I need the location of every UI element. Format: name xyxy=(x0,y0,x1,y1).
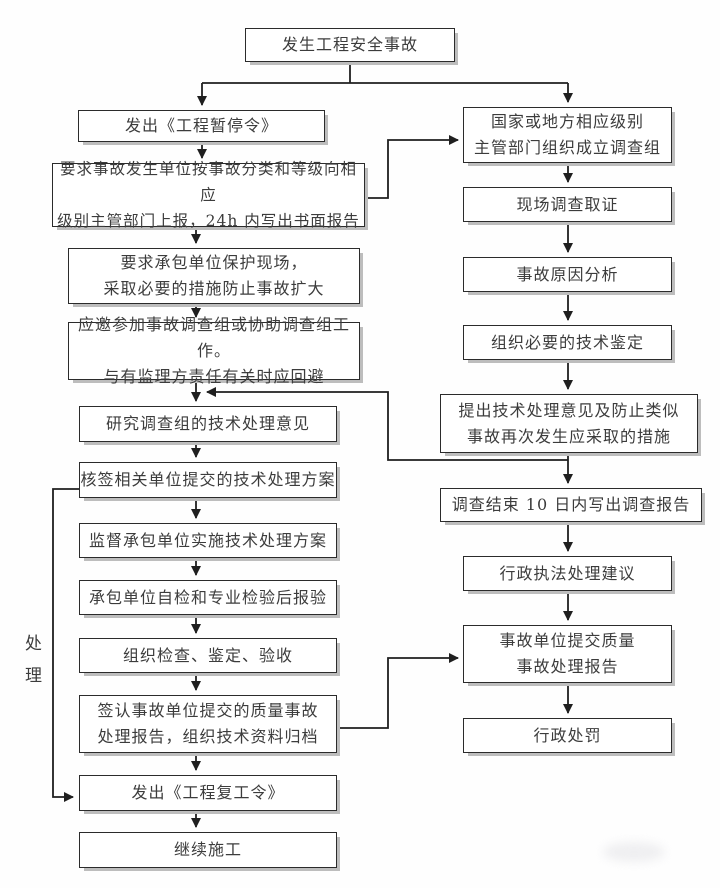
node-join-investigation: 应邀参加事故调查组或协助调查组工作。 与有监理方责任有关时应回避 xyxy=(68,315,360,386)
node-treatment-opinion-measures: 提出技术处理意见及防止类似 事故再次发生应采取的措施 xyxy=(440,394,698,453)
node-continue-construction: 继续施工 xyxy=(79,832,337,868)
node-authority-investigation-team: 国家或地方相应级别 主管部门组织成立调查组 xyxy=(463,107,672,163)
node-quality-accident-report: 事故单位提交质量 事故处理报告 xyxy=(463,625,672,683)
side-label-handling: 处理 xyxy=(21,634,41,698)
node-protect-site: 要求承包单位保护现场， 采取必要的措施防止事故扩大 xyxy=(68,248,360,304)
node-administrative-penalty: 行政处罚 xyxy=(463,718,672,753)
node-sign-quality-report-archive: 签认事故单位提交的质量事故 处理报告，组织技术资料归档 xyxy=(79,695,337,753)
node-start: 发生工程安全事故 xyxy=(245,28,455,62)
node-issue-resume-order: 发出《工程复工令》 xyxy=(79,775,337,811)
node-countersign-treatment-plan: 核签相关单位提交的技术处理方案 xyxy=(79,462,337,498)
node-site-investigation: 现场调查取证 xyxy=(463,187,672,222)
node-cause-analysis: 事故原因分析 xyxy=(463,257,672,292)
node-law-enforcement-suggestion: 行政执法处理建议 xyxy=(463,556,672,591)
node-report-24h: 要求事故发生单位按事故分类和等级向相应 级别主管部门上报，24h 内写出书面报告 xyxy=(52,160,365,230)
node-technical-appraisal: 组织必要的技术鉴定 xyxy=(463,325,672,360)
node-contractor-self-inspection: 承包单位自检和专业检验后报验 xyxy=(79,580,337,615)
node-organize-inspection-acceptance: 组织检查、鉴定、验收 xyxy=(79,638,337,673)
watermark-smudge xyxy=(603,842,665,862)
node-issue-stop-order: 发出《工程暂停令》 xyxy=(78,110,325,142)
connector-group xyxy=(52,62,573,828)
node-investigation-report-10days: 调查结束 10 日内写出调查报告 xyxy=(440,488,702,522)
node-supervise-implementation: 监督承包单位实施技术处理方案 xyxy=(79,523,337,558)
node-study-technical-opinion: 研究调查组的技术处理意见 xyxy=(79,406,337,442)
